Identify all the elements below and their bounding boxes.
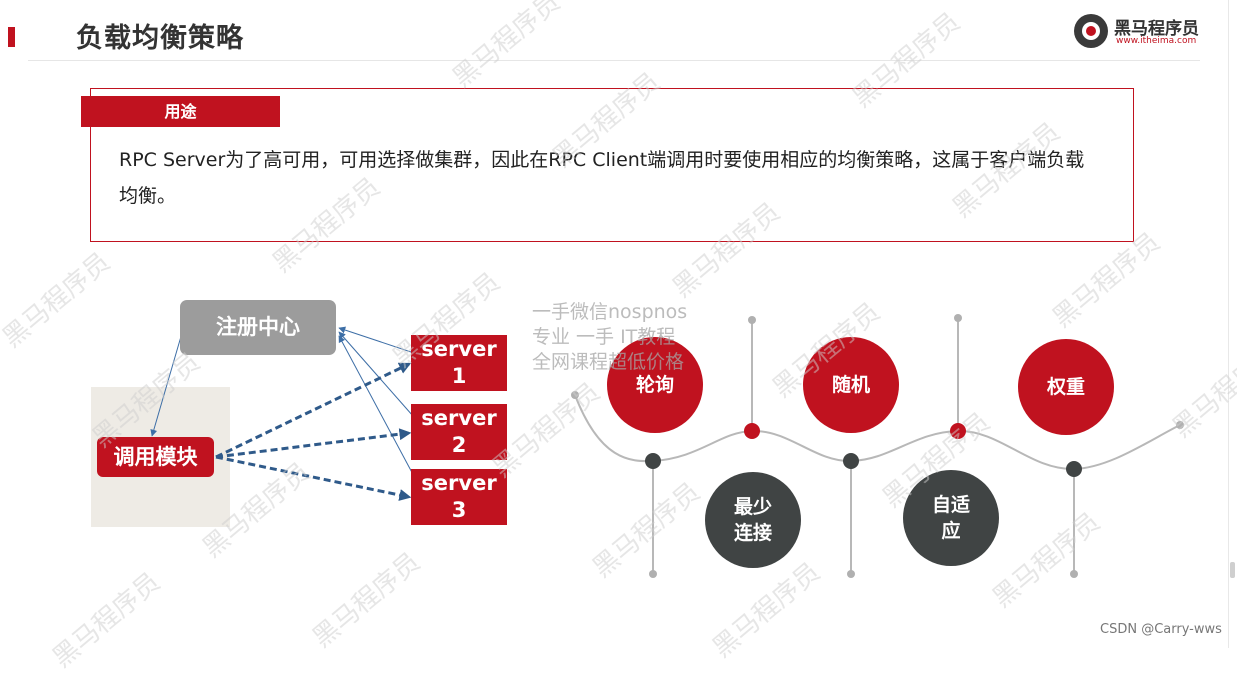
registry-to-invoker-arrow xyxy=(150,332,183,437)
strategy-weighted: 权重 xyxy=(1018,339,1114,435)
timeline-node-red xyxy=(744,423,760,439)
server-node-2: server 2 xyxy=(411,404,507,460)
server2-to-registry-arrow xyxy=(338,331,414,417)
strategy-label-line1: 最少 xyxy=(733,496,772,518)
brand-logo-url: www.itheima.com xyxy=(1116,36,1197,46)
purpose-tab-label: 用途 xyxy=(81,96,280,127)
server-number: 2 xyxy=(451,433,467,457)
connection-arrows xyxy=(150,326,417,501)
strategy-label: 随机 xyxy=(831,374,870,396)
strategy-round-robin: 轮询 xyxy=(607,337,703,433)
brand-logo-icon xyxy=(1074,14,1108,48)
watermark-note-line1: 一手微信nospnos xyxy=(532,301,688,323)
slide-edge-divider xyxy=(1228,0,1229,648)
timeline-node-dark xyxy=(645,453,661,469)
strategy-label: 权重 xyxy=(1046,376,1085,398)
server-label: server xyxy=(421,406,497,430)
server1-to-registry-arrow xyxy=(338,326,412,353)
server3-to-registry-arrow xyxy=(338,335,417,481)
invoker-module-node: 调用模块 xyxy=(97,437,214,477)
strategy-adaptive: 自适 应 xyxy=(903,470,999,566)
strategy-timeline xyxy=(571,314,1184,578)
watermark-note-line2: 专业 一手 IT教程 xyxy=(532,326,676,348)
server-node-1: server 1 xyxy=(411,335,507,391)
endpoint-dot xyxy=(649,570,657,578)
header-divider xyxy=(28,60,1200,61)
strategy-label-line2: 应 xyxy=(941,520,961,542)
server-number: 1 xyxy=(451,364,467,388)
strategy-random: 随机 xyxy=(803,337,899,433)
purpose-box xyxy=(90,88,1134,242)
endpoint-dot xyxy=(847,570,855,578)
page-title: 负载均衡策略 xyxy=(76,23,244,54)
timeline-node-dark xyxy=(1066,461,1082,477)
endpoint-dot xyxy=(954,314,962,322)
watermark-note-line3: 全网课程超低价格 xyxy=(532,351,685,373)
endpoint-dot xyxy=(748,316,756,324)
timeline-node-dark xyxy=(843,453,859,469)
strategy-label: 轮询 xyxy=(635,374,674,396)
strategy-least-connections: 最少 连接 xyxy=(705,472,801,568)
title-accent-bar xyxy=(8,27,15,47)
strategy-label-line2: 连接 xyxy=(733,522,772,544)
brand-logo-text: 黑马程序员 xyxy=(1114,19,1199,39)
server-number: 3 xyxy=(451,498,467,522)
endpoint-dot xyxy=(571,391,579,399)
server-label: server xyxy=(421,337,497,361)
endpoint-dot xyxy=(1070,570,1078,578)
invoker-to-server1-arrow xyxy=(215,362,412,459)
endpoint-dot xyxy=(1176,421,1184,429)
purpose-description: RPC Server为了高可用，可用选择做集群，因此在RPC Client端调用… xyxy=(119,149,1085,207)
brand-logo: 黑马程序员 www.itheima.com xyxy=(1074,12,1204,52)
scrollbar-thumb[interactable] xyxy=(1230,562,1235,578)
server-label: server xyxy=(421,471,497,495)
strategy-label-line1: 自适 xyxy=(931,494,970,516)
csdn-credit: CSDN @Carry-wws xyxy=(1100,622,1222,637)
timeline-node-red xyxy=(950,423,966,439)
server-node-3: server 3 xyxy=(411,469,507,525)
registry-center-node: 注册中心 xyxy=(180,300,336,355)
